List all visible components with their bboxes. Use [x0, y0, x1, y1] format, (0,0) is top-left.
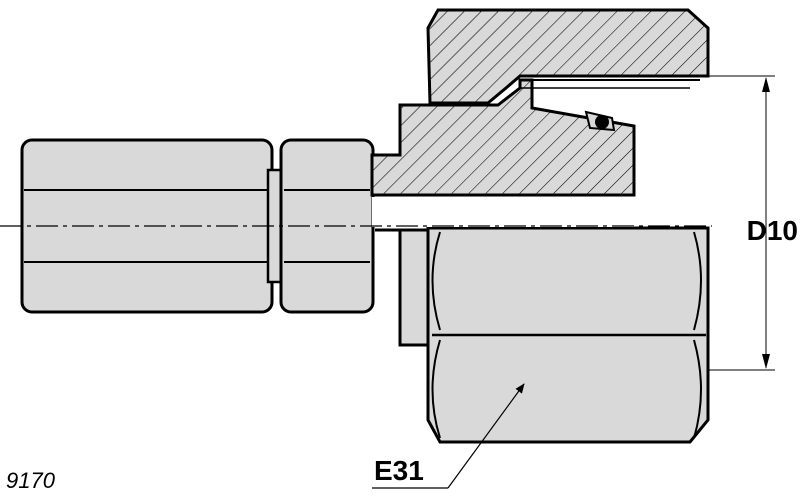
- cap-nut-section: [426, 8, 710, 105]
- leader-e31: [372, 383, 525, 489]
- hex-chamfer-left: [431, 231, 441, 331]
- hex-chamfer-left-lower: [431, 339, 441, 439]
- label-e31: E31: [374, 455, 424, 486]
- o-ring: [595, 115, 609, 129]
- hex-chamfer-right: [693, 231, 702, 331]
- lower-body: [375, 228, 430, 347]
- upper-body-section: [370, 78, 636, 197]
- figure-code: 9170: [6, 468, 56, 493]
- hex-chamfer-right-lower: [693, 339, 702, 439]
- dimension-d10: [708, 75, 775, 371]
- bore: [372, 197, 634, 227]
- label-d10: D10: [747, 215, 798, 246]
